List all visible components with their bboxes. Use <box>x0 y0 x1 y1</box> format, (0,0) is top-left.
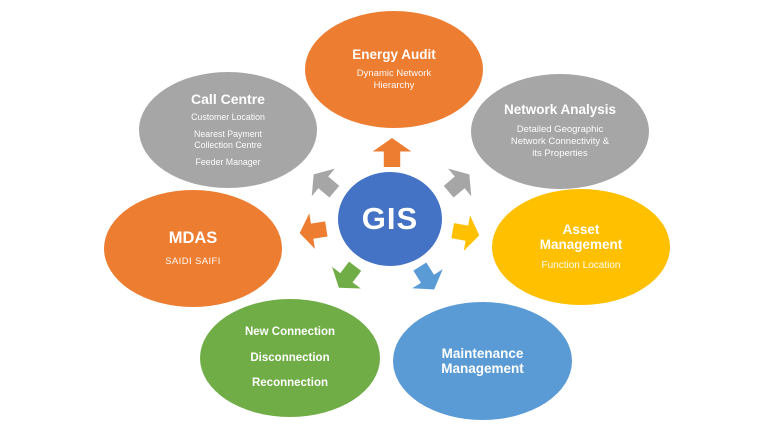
node-call-centre-item: Nearest Payment Collection Centre <box>194 128 262 151</box>
node-maintenance-management-title: Maintenance Management <box>441 345 524 376</box>
node-asset-management-title: Asset Management <box>539 221 623 252</box>
arrow-left-icon <box>299 213 328 249</box>
arrow-right-icon <box>451 215 480 251</box>
node-new-connection-item: Disconnection <box>250 351 330 364</box>
node-network-analysis: Network Analysis Detailed Geographic Net… <box>471 74 649 189</box>
arrow-down-right-icon <box>412 262 443 290</box>
node-network-analysis-title: Network Analysis <box>503 102 617 118</box>
node-call-centre-item: Feeder Manager <box>195 156 261 167</box>
node-energy-audit: Energy Audit Dynamic Network Hierarchy <box>305 11 483 128</box>
node-mdas: MDAS SAIDI SAIFI <box>104 190 282 307</box>
node-call-centre-title: Call Centre <box>191 90 265 107</box>
node-energy-audit-item: Dynamic Network Hierarchy <box>356 67 432 92</box>
gis-hub-label: GIS <box>361 201 419 236</box>
gis-hub: GIS <box>338 172 442 266</box>
node-new-connection: New Connection Disconnection Reconnectio… <box>200 299 380 417</box>
node-network-analysis-item: Detailed Geographic Network Connectivity… <box>510 123 610 160</box>
arrow-down-left-icon <box>332 261 362 289</box>
arrow-up-right-icon <box>443 168 472 198</box>
node-asset-management-item: Function Location <box>541 260 621 272</box>
node-energy-audit-title: Energy Audit <box>352 46 436 62</box>
node-call-centre-item: Customer Location <box>191 112 265 123</box>
arrow-up-left-icon <box>311 168 340 198</box>
node-mdas-title: MDAS <box>168 228 218 247</box>
node-call-centre: Call Centre Customer Location Nearest Pa… <box>139 72 317 188</box>
node-maintenance-management: Maintenance Management <box>393 302 572 420</box>
node-asset-management: Asset Management Function Location <box>492 189 670 305</box>
node-new-connection-item: Reconnection <box>251 377 329 390</box>
arrow-up-icon <box>372 138 412 167</box>
node-mdas-item: SAIDI SAIFI <box>165 256 221 268</box>
node-new-connection-item: New Connection <box>244 325 336 338</box>
